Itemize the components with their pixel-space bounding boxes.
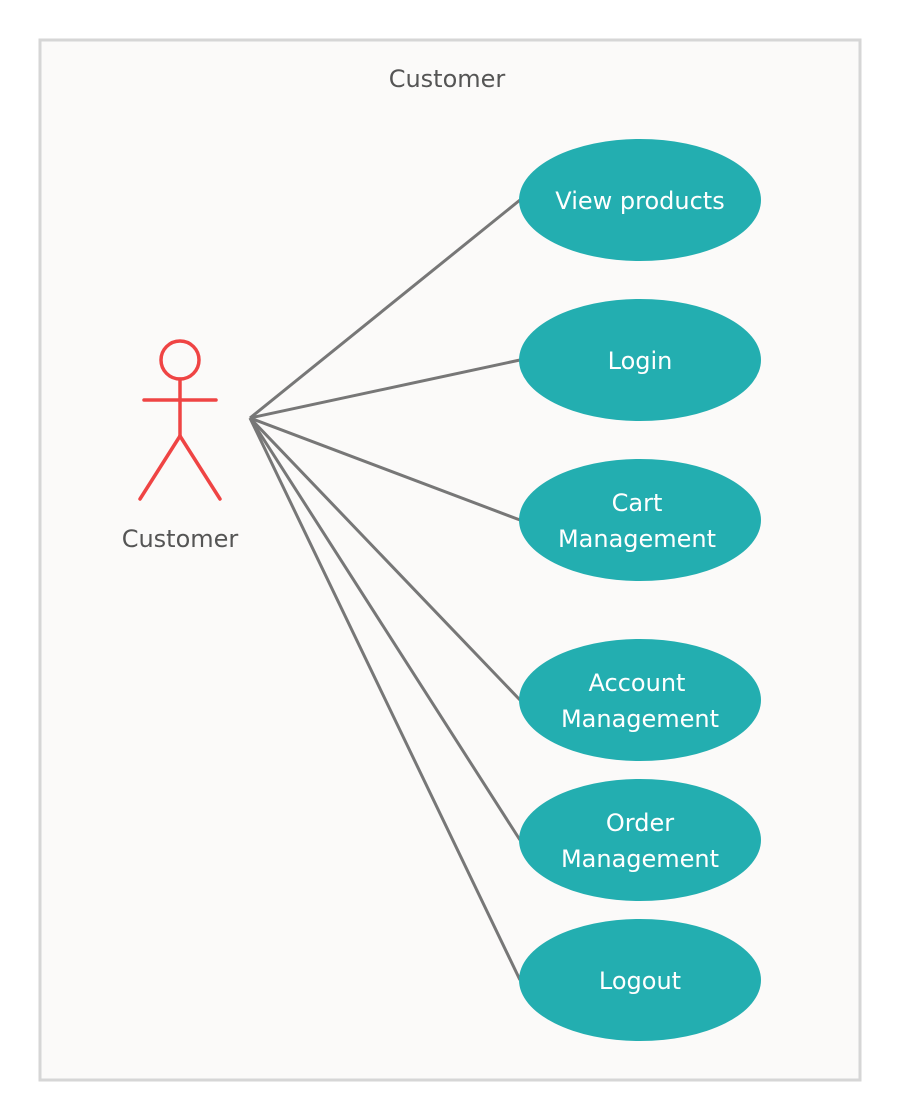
connector-cart-management (249, 416, 521, 522)
use-case-label-line-1: Order (606, 809, 674, 837)
use-case-account-management[interactable]: Account Management (519, 639, 761, 761)
use-case-view-products[interactable]: View products (519, 139, 761, 261)
connectors (248, 198, 522, 981)
use-case-label: Logout (599, 967, 681, 995)
connector-order-management (248, 417, 522, 841)
use-case-order-management[interactable]: Order Management (519, 779, 761, 901)
connector-account-management (248, 416, 522, 702)
connector-view-products (249, 198, 521, 420)
use-case-label-line-2: Management (561, 705, 719, 733)
use-case-label-line-1: Account (589, 669, 686, 697)
use-case-ellipse (519, 919, 761, 1041)
use-case-label: Login (608, 347, 673, 375)
actor-right-leg (178, 434, 222, 501)
use-case-ellipse (519, 139, 761, 261)
use-case-label-line-2: Management (558, 525, 716, 553)
actor-left-leg (138, 434, 182, 501)
system-boundary-title: Customer (389, 65, 506, 93)
use-case-ellipse (519, 779, 761, 901)
use-case-ellipse (519, 299, 761, 421)
use-case-label: View products (555, 187, 724, 215)
actor-customer[interactable] (138, 339, 222, 501)
use-case-logout[interactable]: Logout (519, 919, 761, 1041)
actor-label: Customer (122, 525, 239, 553)
connector-login (249, 358, 521, 420)
use-case-cart-management[interactable]: Cart Management (519, 459, 761, 581)
use-case-label-line-2: Management (561, 845, 719, 873)
use-case-ellipse (519, 639, 761, 761)
use-case-ellipse (519, 459, 761, 581)
connector-logout (248, 417, 522, 981)
use-case-login[interactable]: Login (519, 299, 761, 421)
use-case-label-line-1: Cart (612, 489, 663, 517)
